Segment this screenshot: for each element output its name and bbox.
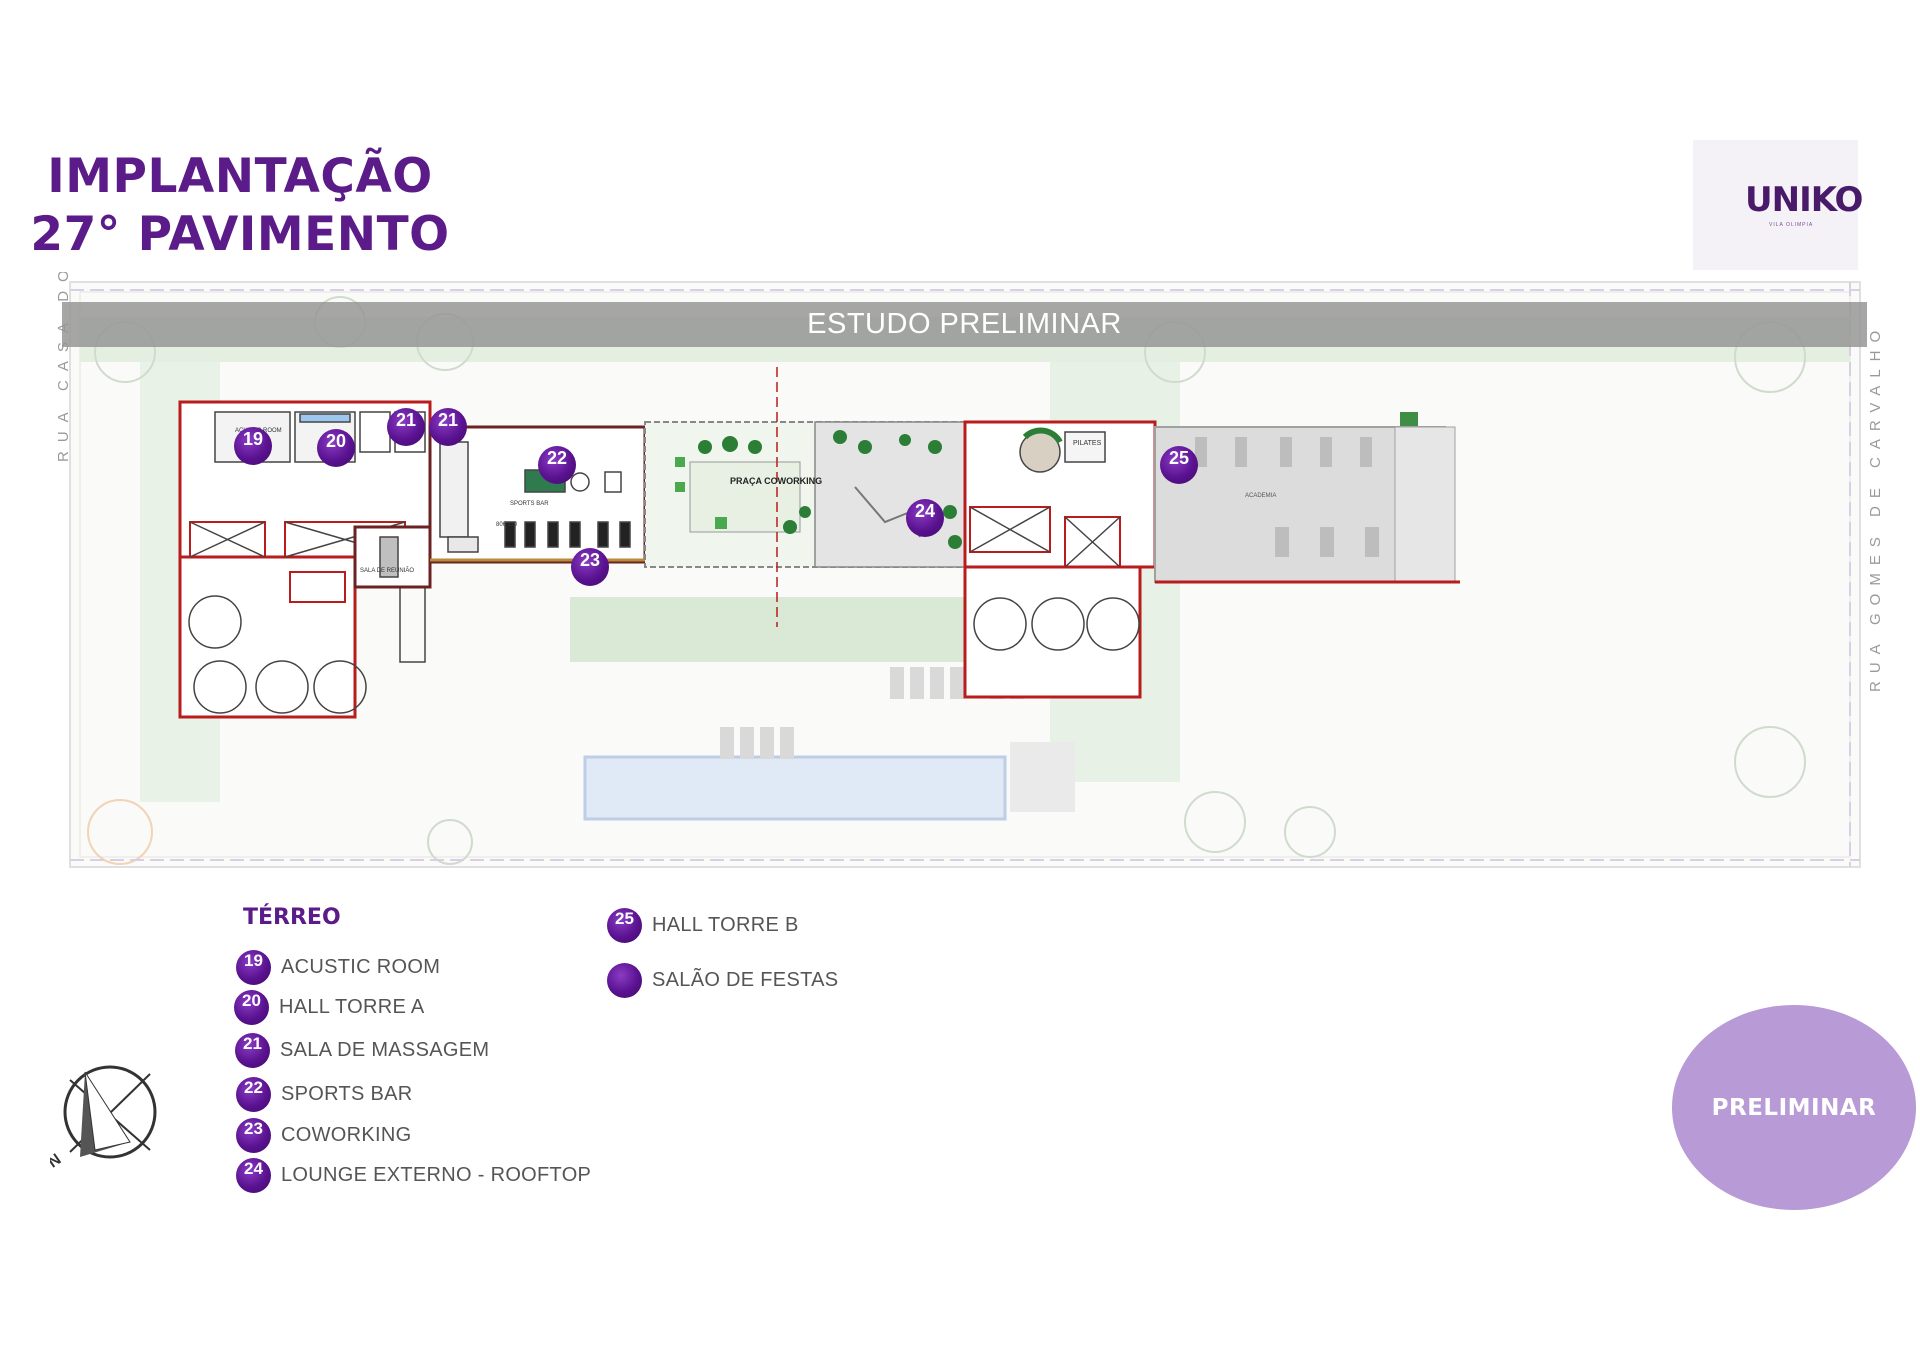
title-line-1: IMPLANTAÇÃO bbox=[47, 149, 433, 204]
legend-label: HALL TORRE A bbox=[279, 996, 425, 1018]
legend-item-24: 24 LOUNGE EXTERNO - ROOFTOP bbox=[236, 1158, 591, 1193]
tower-b bbox=[963, 420, 1157, 699]
north-arrow-icon: N bbox=[50, 1065, 157, 1172]
praca-coworking-label: PRAÇA COWORKING bbox=[730, 476, 822, 486]
logo-subtitle: VILA OLIMPIA bbox=[1769, 222, 1814, 228]
amenity-details bbox=[379, 441, 645, 578]
street-label-right: RUA GOMES DE CARVALHO bbox=[1867, 323, 1884, 692]
legend-label: LOUNGE EXTERNO - ROOFTOP bbox=[281, 1164, 592, 1186]
legend-item-20: 20 HALL TORRE A bbox=[234, 990, 425, 1025]
plan-marker-23[interactable]: 23 bbox=[571, 548, 609, 586]
legend-item-23: 23 COWORKING bbox=[236, 1118, 411, 1153]
legend-label: COWORKING bbox=[281, 1124, 412, 1146]
title-line-2: 27° PAVIMENTO bbox=[30, 207, 450, 262]
academia-plan-label: ACADEMIA bbox=[1245, 493, 1276, 499]
legend-marker-icon: 19 bbox=[236, 950, 271, 985]
brand-logo: UNIKO VILA OLIMPIA bbox=[1693, 140, 1863, 270]
logo-text: UNIKO bbox=[1745, 180, 1863, 220]
legend-label: SPORTS BAR bbox=[281, 1083, 413, 1105]
plan-marker-19[interactable]: 19 bbox=[234, 427, 272, 465]
legend-marker-icon: 22 bbox=[236, 1077, 271, 1112]
legend-item-25: 25 HALL TORRE B bbox=[607, 908, 799, 943]
legend-label: SALA DE MASSAGEM bbox=[280, 1039, 490, 1061]
plan-marker-22[interactable]: 22 bbox=[538, 446, 576, 484]
legend-item-salao-festas: SALÃO DE FESTAS bbox=[607, 963, 838, 998]
rooftop-area: PRAÇA COWORKING bbox=[644, 367, 966, 627]
tower-b-details bbox=[969, 427, 1140, 651]
floor-plan: RUA CASA DO ATOR RUA GOMES DE CARVALHO bbox=[55, 272, 1884, 868]
legend-item-22: 22 SPORTS BAR bbox=[236, 1077, 413, 1112]
gym-area: ACADEMIA bbox=[1154, 412, 1460, 584]
plan-marker-21b[interactable]: 21 bbox=[429, 408, 467, 446]
legend-item-21: 21 SALA DE MASSAGEM bbox=[235, 1033, 489, 1068]
legend-marker-icon: 24 bbox=[236, 1158, 271, 1193]
plan-marker-20[interactable]: 20 bbox=[317, 429, 355, 467]
legend-item-19: 19 ACUSTIC ROOM bbox=[236, 950, 440, 985]
legend-heading: TÉRREO bbox=[243, 905, 341, 930]
meeting-room-plan-label: SALA DE REUNIÃO bbox=[360, 567, 414, 574]
legend-marker-icon: 21 bbox=[235, 1033, 270, 1068]
legend-marker-icon bbox=[607, 963, 642, 998]
plan-marker-25[interactable]: 25 bbox=[1160, 446, 1198, 484]
sports-bar-plan-label: SPORTS BAR bbox=[510, 501, 549, 507]
legend-marker-icon: 23 bbox=[236, 1118, 271, 1153]
legend-marker-icon: 20 bbox=[234, 990, 269, 1025]
legend-marker-icon: 25 bbox=[607, 908, 642, 943]
level-mark: 806,110 bbox=[496, 522, 518, 528]
preliminary-stamp: PRELIMINAR bbox=[1672, 1005, 1916, 1210]
plan-marker-24[interactable]: 24 bbox=[906, 499, 944, 537]
pilates-plan-label: PILATES bbox=[1073, 440, 1102, 447]
page-title: IMPLANTAÇÃO 27° PAVIMENTO bbox=[30, 148, 450, 264]
street-label-left: RUA CASA DO ATOR bbox=[55, 272, 72, 462]
compass-north-label: N bbox=[50, 1151, 64, 1172]
plan-marker-21a[interactable]: 21 bbox=[387, 408, 425, 446]
preliminary-study-banner: ESTUDO PRELIMINAR bbox=[62, 302, 1867, 347]
legend-label: HALL TORRE B bbox=[652, 914, 799, 936]
legend-label: ACUSTIC ROOM bbox=[281, 956, 441, 978]
legend-label: SALÃO DE FESTAS bbox=[652, 969, 839, 991]
